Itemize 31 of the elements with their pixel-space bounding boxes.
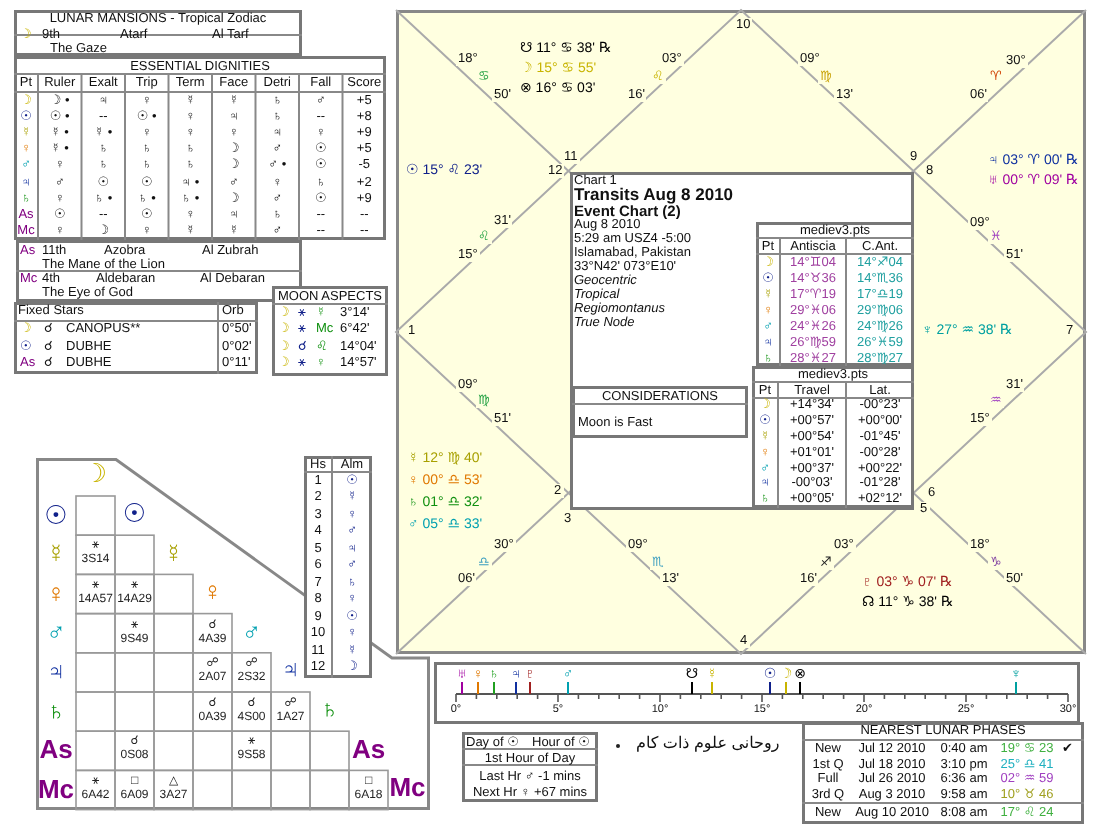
house-almuten-table — [304, 456, 372, 678]
planet-glyph: ☿ — [161, 539, 186, 568]
travel-latitude-table — [752, 366, 914, 508]
planet-glyph: As — [37, 736, 75, 765]
dignities-table — [14, 56, 386, 240]
lunar-phases-table — [802, 722, 1084, 824]
planet-glyph: ♀ — [200, 578, 225, 607]
chart-info-panel — [570, 172, 914, 510]
antiscia-table — [756, 222, 914, 366]
planet-glyph: ♄ — [317, 696, 342, 724]
planet-glyph: ♂ — [239, 617, 264, 646]
degree-ruler-panel — [434, 662, 1080, 724]
planet-glyph: ♂ — [44, 618, 68, 647]
planet-glyph: ☿ — [44, 540, 68, 569]
planetary-hour-panel — [462, 732, 598, 802]
fixed-stars-table — [14, 302, 258, 374]
planet-glyph: ♃ — [44, 657, 68, 686]
planet-glyph: ♄ — [44, 697, 68, 725]
caption-text: روحانی علوم ذات کام — [636, 734, 780, 754]
planet-glyph: ♃ — [278, 656, 303, 685]
planet-glyph: As — [349, 735, 388, 764]
planet-glyph: Mc — [388, 774, 427, 803]
chart-info-text: Transits Aug 8 2010 — [574, 185, 734, 204]
planet-glyph: ☉ — [120, 500, 149, 528]
moon-aspects-table — [272, 286, 388, 376]
considerations-panel — [572, 386, 748, 438]
lunar-mansion-panel — [14, 10, 302, 56]
planet-glyph: ☽ — [81, 460, 110, 489]
planet-glyph: ♀ — [44, 579, 68, 608]
planet-glyph: Mc — [36, 775, 76, 804]
planet-glyph: ☉ — [42, 501, 70, 529]
